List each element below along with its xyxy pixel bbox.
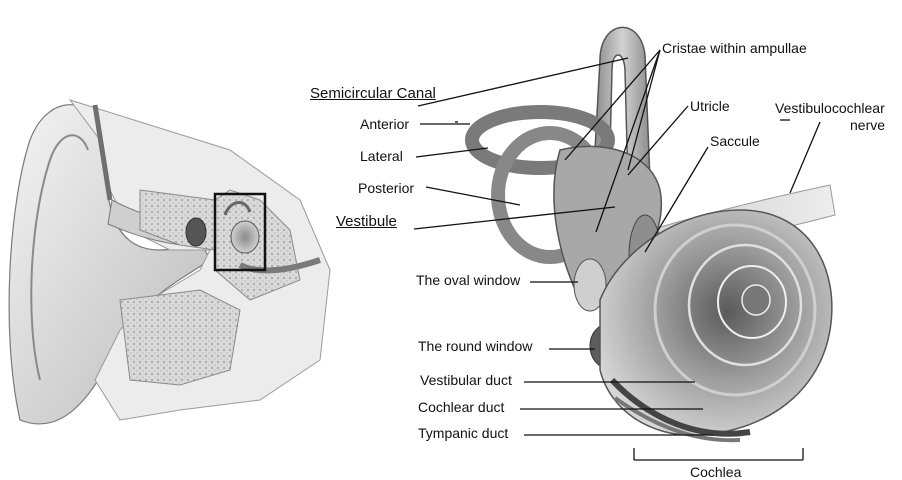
label-cochlear-duct: Cochlear duct <box>418 399 504 415</box>
label-anterior: Anterior <box>360 116 409 132</box>
label-utricle: Utricle <box>690 98 730 114</box>
label-vestibulocochlear-line1: Vestibulocochlear <box>775 100 885 116</box>
label-posterior: Posterior <box>358 180 414 196</box>
label-tympanic-duct: Tympanic duct <box>418 425 508 441</box>
label-cochlea: Cochlea <box>690 464 741 480</box>
label-round-window: The round window <box>418 338 532 354</box>
label-oval-window: The oval window <box>416 272 520 288</box>
label-cristae: Cristae within ampullae <box>662 40 807 56</box>
label-semicircular-canal: Semicircular Canal <box>310 86 436 102</box>
label-vestibule: Vestibule <box>336 214 397 230</box>
cochlea-bracket <box>634 448 803 460</box>
label-lateral: Lateral <box>360 148 403 164</box>
label-saccule: Saccule <box>710 133 760 149</box>
label-vestibulocochlear-line2: nerve <box>850 117 885 133</box>
label-vestibular-duct: Vestibular duct <box>420 372 512 388</box>
